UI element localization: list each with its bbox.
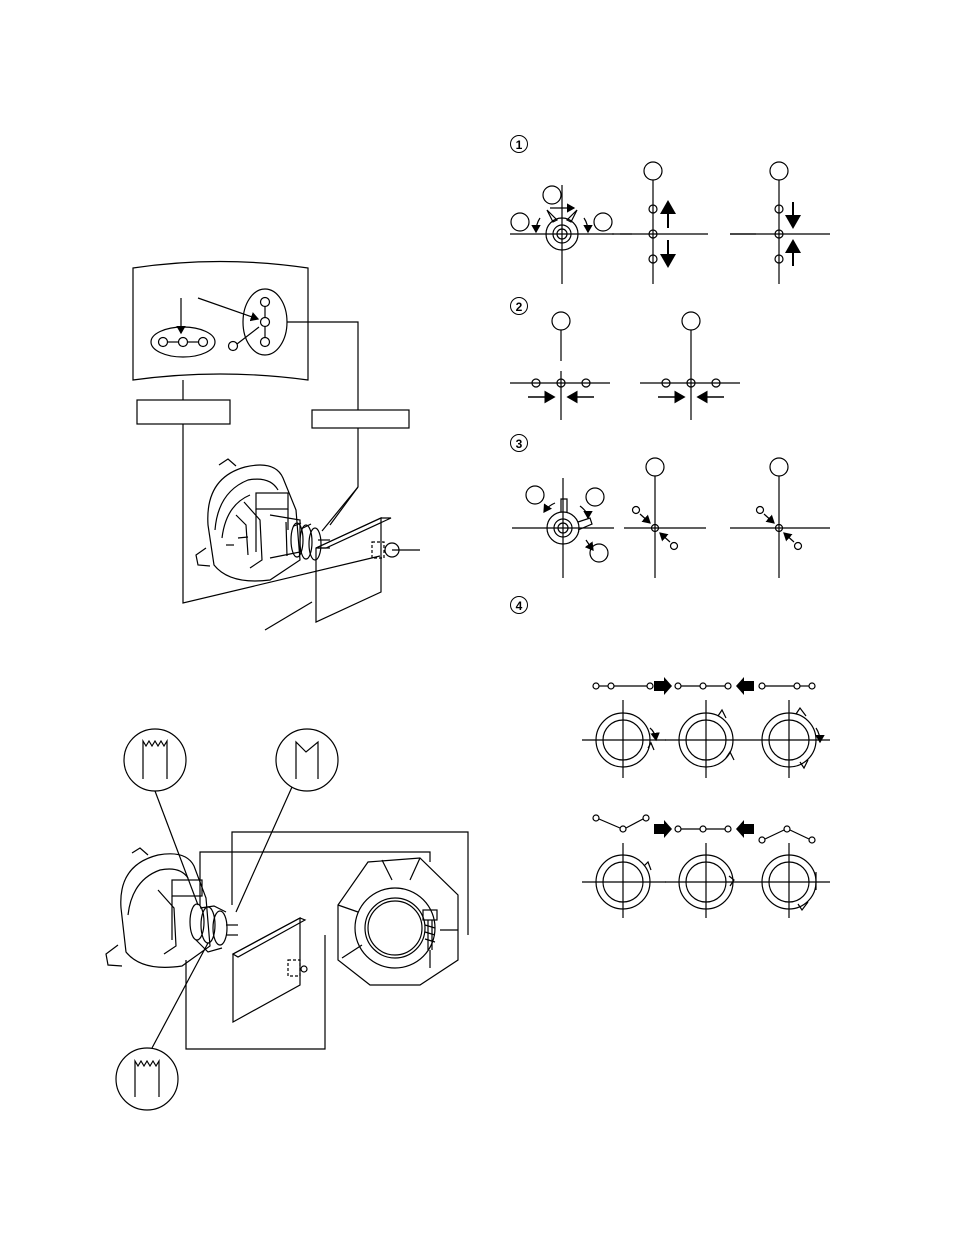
arrow-left-icon-2 bbox=[736, 820, 754, 838]
arrow-right-icon bbox=[654, 677, 672, 695]
step2-right bbox=[640, 312, 740, 420]
step3-ring-view bbox=[512, 478, 614, 578]
step4-row1-ring3 bbox=[748, 700, 830, 778]
step4-row1-dots bbox=[593, 683, 815, 689]
label-box-right bbox=[312, 410, 409, 428]
step1-vertical-separate bbox=[612, 162, 756, 284]
step4-row2-ring3 bbox=[748, 843, 830, 918]
magnified-view-3 bbox=[116, 943, 208, 1110]
magnified-view-1 bbox=[124, 729, 198, 905]
magnified-view-2 bbox=[236, 729, 338, 912]
magnet-ring-icon bbox=[338, 858, 458, 985]
deflection-yoke-icon bbox=[196, 459, 330, 581]
panel-plate-2 bbox=[233, 918, 300, 1022]
step3-diagonal-2 bbox=[730, 458, 830, 578]
step1-vertical-converge bbox=[730, 162, 830, 284]
step4-row1-ring1 bbox=[582, 700, 666, 778]
arrow-right-icon-2 bbox=[654, 820, 672, 838]
step4-row2-ring1 bbox=[582, 843, 666, 918]
step4-row2-dots bbox=[593, 815, 815, 843]
deflection-yoke-icon-2 bbox=[106, 848, 238, 967]
screen-panel bbox=[133, 262, 308, 381]
arrow-left-icon bbox=[736, 677, 754, 695]
label-box-left bbox=[137, 400, 230, 424]
step4-row2-ring2 bbox=[665, 843, 748, 918]
step3-diagonal-1 bbox=[624, 458, 706, 578]
step2-left bbox=[510, 312, 610, 420]
convergence-panel-icon bbox=[316, 518, 399, 622]
step4-row1-ring2 bbox=[665, 700, 748, 778]
